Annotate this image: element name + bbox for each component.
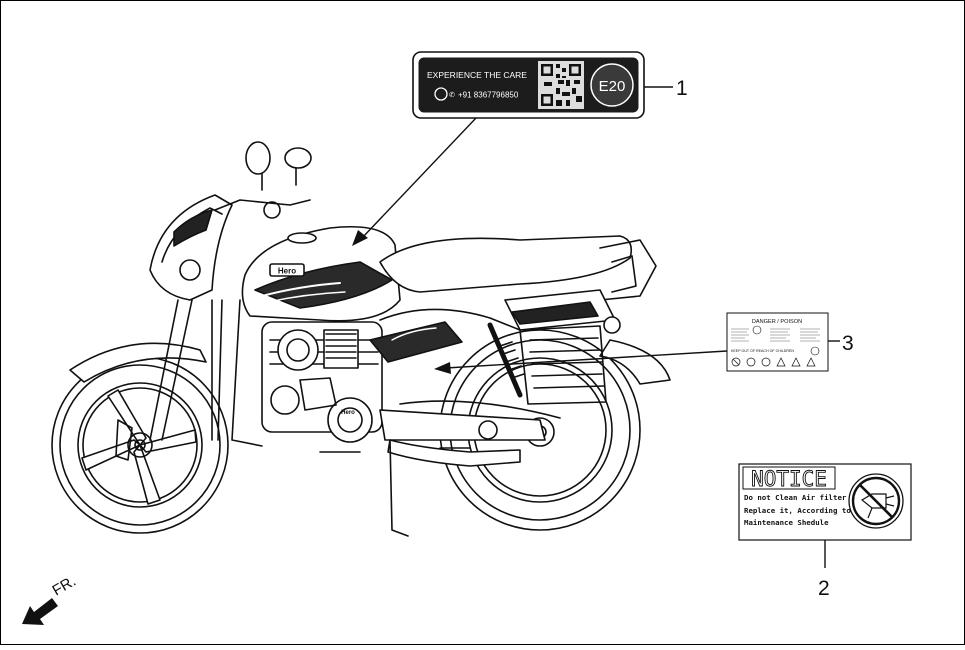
whatsapp-icon xyxy=(434,87,448,101)
arrowhead-label-3 xyxy=(434,362,451,374)
engine: Hero xyxy=(261,321,383,443)
front-wheel xyxy=(51,356,229,534)
front-direction-arrow-icon xyxy=(22,598,58,625)
motorcycle-illustration: Hero Hero xyxy=(51,141,671,537)
front-direction-indicator: FR. xyxy=(22,573,79,625)
label-1-badge: E20 xyxy=(599,78,626,95)
label-3-danger-poison: DANGER / POISON KEEP OUT OF REACH OF CHI… xyxy=(726,312,829,372)
notice-line-2: Replace it, According to xyxy=(744,506,851,515)
danger-fine-print xyxy=(731,328,820,342)
callout-2: 2 xyxy=(818,577,830,600)
battery-warning-icon xyxy=(810,346,820,356)
danger-footer: KEEP OUT OF REACH OF CHILDREN xyxy=(731,349,794,353)
skull-icon xyxy=(752,325,762,335)
front-direction-label: FR. xyxy=(50,573,79,600)
engine-badge-text: Hero xyxy=(341,410,355,416)
label-1-phone: +91 8367796850 xyxy=(458,91,519,100)
phone-icon: ✆ xyxy=(449,91,455,99)
notice-title: NOTICE xyxy=(751,467,827,491)
label-2-notice: NOTICE Do not Clean Air filter Replace i… xyxy=(738,463,912,541)
callout-1: 1 xyxy=(676,77,688,100)
danger-title: DANGER / POISON xyxy=(752,319,802,325)
notice-line-1: Do not Clean Air filter xyxy=(744,493,847,502)
arrowhead-label-1 xyxy=(352,230,368,246)
label-1-experience-care: EXPERIENCE THE CARE ✆ +91 8367796850 E20 xyxy=(412,51,645,119)
qr-code-icon xyxy=(538,61,584,109)
danger-symbol-row xyxy=(731,357,816,367)
notice-line-3: Maintenance Shedule xyxy=(744,518,829,527)
tank-brand-text: Hero xyxy=(278,267,296,276)
label-1-headline: EXPERIENCE THE CARE xyxy=(427,70,527,80)
leader-lines xyxy=(361,86,840,568)
no-air-filter-cleaning-icon xyxy=(848,473,904,529)
callout-3: 3 xyxy=(842,332,854,355)
